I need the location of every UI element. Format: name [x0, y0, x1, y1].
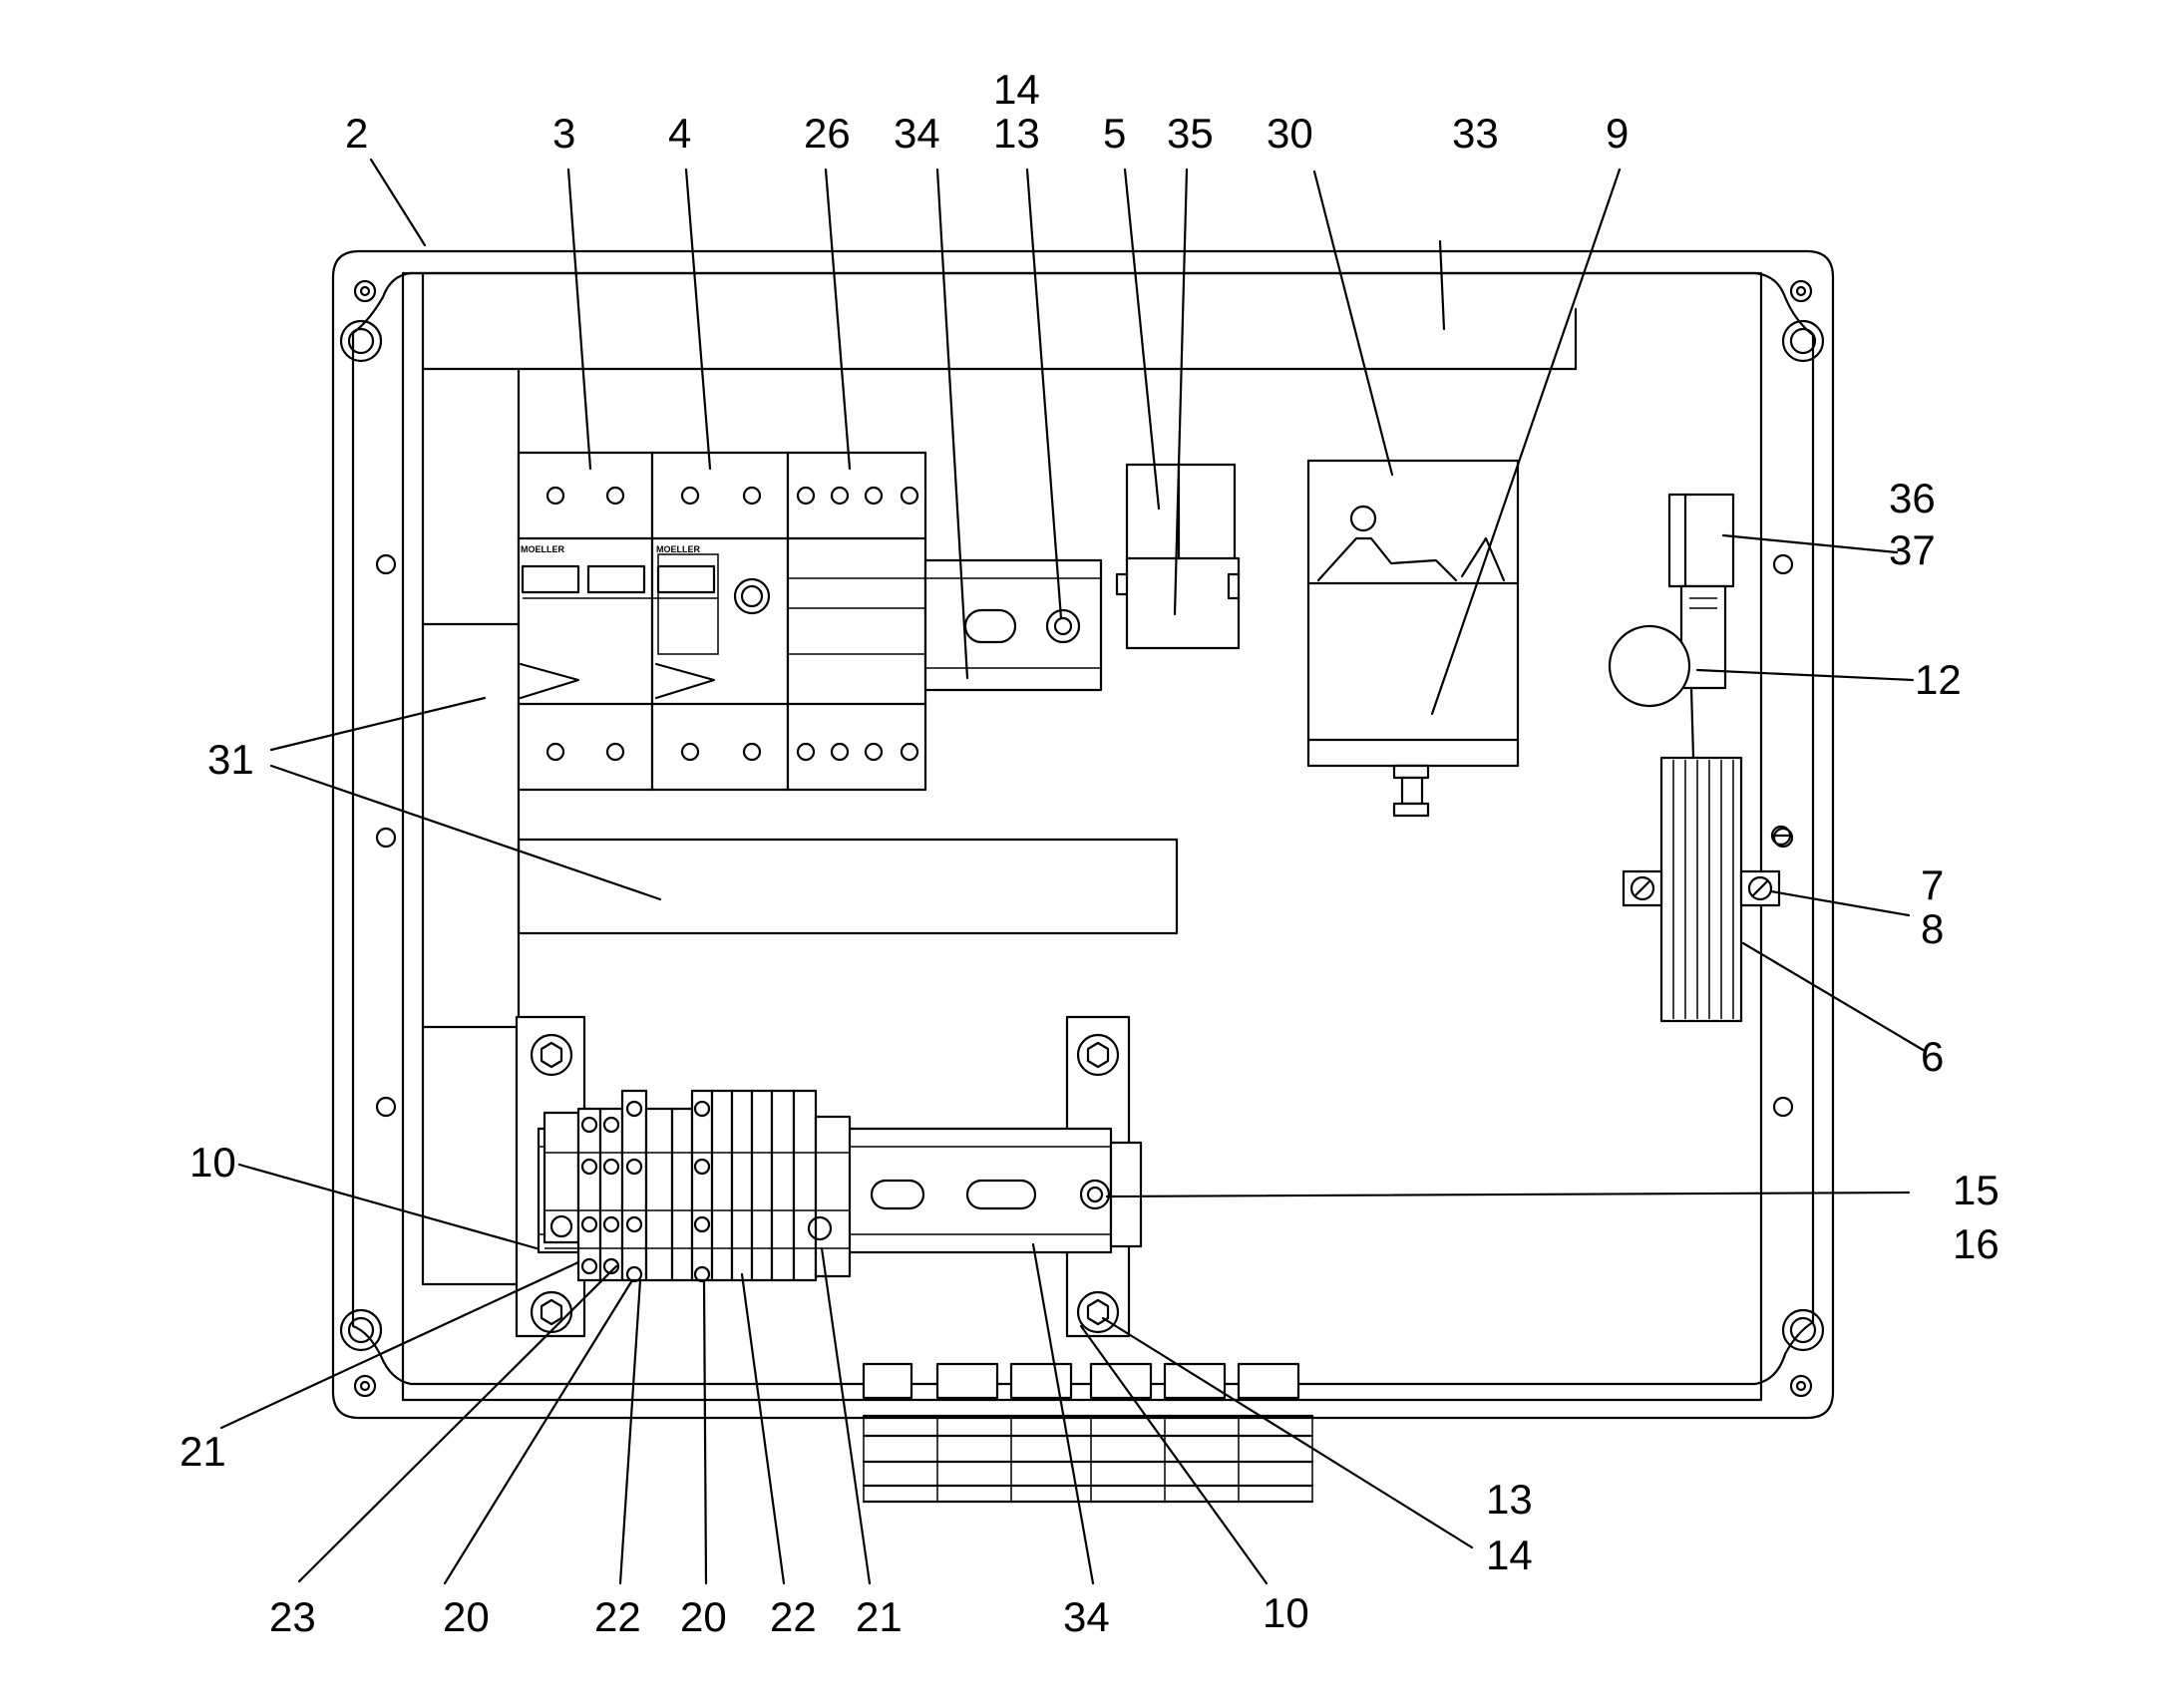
- label-7: 7: [1921, 861, 1944, 908]
- label-22-b: 22: [770, 1593, 817, 1640]
- label-9: 9: [1606, 110, 1629, 157]
- circuit-breakers: MOELLER MOELLER: [517, 451, 927, 792]
- label-36: 36: [1889, 475, 1936, 521]
- cable-glands: [862, 1362, 1314, 1504]
- label-30: 30: [1267, 110, 1313, 157]
- heater: [1622, 686, 1792, 1023]
- sensor-unit: [1608, 493, 1735, 708]
- leader-lines: [219, 158, 1927, 1585]
- breaker-screws: [545, 486, 919, 762]
- label-13-top: 13: [993, 110, 1040, 157]
- label-22-a: 22: [594, 1593, 641, 1640]
- label-2: 2: [345, 110, 368, 157]
- label-35: 35: [1167, 110, 1214, 157]
- cable-duct: [421, 271, 1578, 1286]
- breaker-brand-2: MOELLER: [656, 544, 700, 554]
- label-20-b: 20: [680, 1593, 727, 1640]
- breaker-brand-1: MOELLER: [521, 544, 564, 554]
- din-rail-upper: [923, 558, 1103, 692]
- relay-module: [1115, 463, 1241, 650]
- label-10-left: 10: [189, 1139, 236, 1186]
- label-10-bottom: 10: [1263, 1589, 1309, 1636]
- label-3: 3: [552, 110, 575, 157]
- label-33: 33: [1452, 110, 1499, 157]
- label-13-bottom: 13: [1486, 1476, 1533, 1523]
- label-21-left: 21: [180, 1428, 226, 1475]
- label-14-top: 14: [993, 66, 1040, 113]
- label-16: 16: [1953, 1220, 1999, 1267]
- callout-labels: 2 3 4 26 34 14 13 5 35 30 33 9 36 37 12 …: [180, 66, 1999, 1640]
- label-23: 23: [269, 1593, 316, 1640]
- label-8: 8: [1921, 905, 1944, 952]
- label-34-top: 34: [894, 110, 940, 157]
- label-14-bottom: 14: [1486, 1532, 1533, 1578]
- label-21-b: 21: [856, 1593, 903, 1640]
- mounting-holes: [339, 279, 1825, 1398]
- label-31: 31: [207, 736, 254, 783]
- terminal-blocks: [543, 1089, 852, 1283]
- label-12: 12: [1915, 656, 1962, 703]
- label-26: 26: [804, 110, 851, 157]
- label-15: 15: [1953, 1167, 1999, 1213]
- label-6: 6: [1921, 1033, 1944, 1080]
- label-20-a: 20: [443, 1593, 490, 1640]
- label-4: 4: [668, 110, 691, 157]
- terminal-screws: [580, 1100, 711, 1283]
- label-37: 37: [1889, 526, 1936, 573]
- thermostat: [1306, 459, 1520, 818]
- label-5: 5: [1103, 110, 1126, 157]
- label-34-bottom: 34: [1063, 1593, 1110, 1640]
